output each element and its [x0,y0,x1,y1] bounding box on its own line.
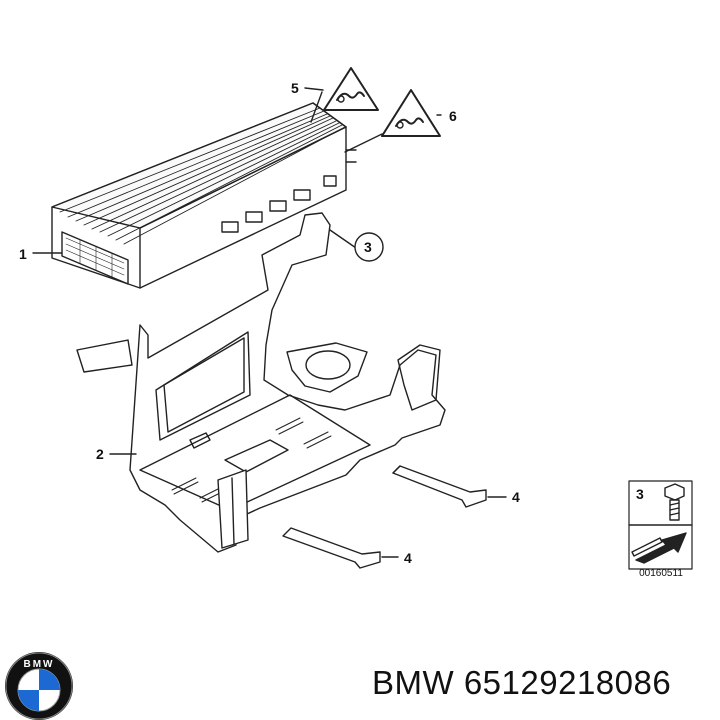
warning-triangle-icon [323,67,379,111]
callout-4-lower: 4 [404,550,412,566]
part-number: 65129218086 [463,664,672,701]
arrow-icon [631,532,687,564]
spacer-strip-upper [392,465,487,508]
brand-name: BMW [372,664,455,701]
footer-part-label: BMW 65129218086 [372,664,671,702]
bolt-icon [664,483,685,521]
callout-4-upper: 4 [512,489,520,505]
callout-6: 6 [449,108,457,124]
callout-1: 1 [19,246,27,262]
callout-2: 2 [96,446,104,462]
bmw-logo-letters: BMW [24,659,55,670]
warning-triangle-icon [381,89,441,137]
spacer-strip-lower [282,527,381,569]
inset-panel [628,480,693,570]
inset-number: 3 [636,486,644,502]
mounting-bracket [76,212,446,553]
callout-3: 3 [364,239,372,255]
callout-5: 5 [291,80,299,96]
amplifier-unit [51,102,357,289]
inset-code: 00160511 [639,568,683,579]
bmw-logo-icon [5,652,73,720]
callout-circle [354,232,384,262]
